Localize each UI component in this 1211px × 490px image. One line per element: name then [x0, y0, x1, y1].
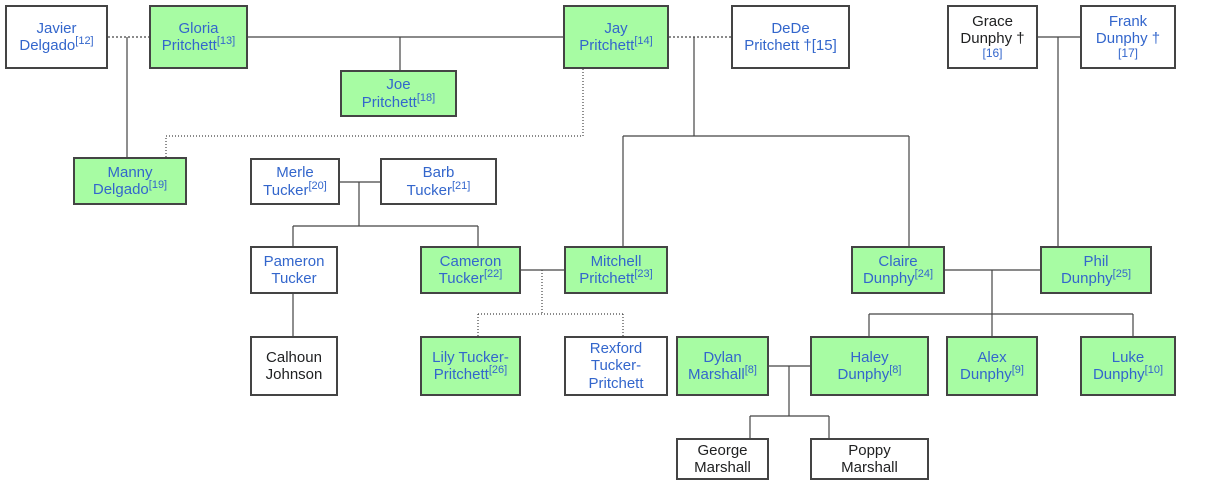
reference-link[interactable]: [9] [1011, 364, 1024, 376]
person-box-poppy: Poppy Marshall [810, 438, 929, 480]
person-name-last[interactable]: Pritchett † [744, 37, 812, 54]
person-name-middle[interactable]: Tucker- [590, 357, 642, 375]
person-name-first[interactable]: Mitchell [590, 252, 642, 270]
person-box-cameron: Cameron Tucker[22] [420, 246, 521, 294]
person-name-last[interactable]: Pritchett [433, 366, 489, 383]
person-name-last[interactable]: Dunphy [1060, 270, 1113, 287]
reference-link[interactable]: [12] [75, 35, 94, 47]
person-box-calhoun: Calhoun Johnson [250, 336, 338, 396]
person-box-merle: Merle Tucker[20] [250, 158, 340, 205]
reference-link[interactable]: [22] [483, 268, 503, 280]
person-name-first[interactable]: Manny [107, 163, 153, 181]
reference-link[interactable]: [21] [451, 179, 471, 192]
person-box-mitchell: Mitchell Pritchett[23] [564, 246, 668, 294]
person-name-first[interactable]: Claire [878, 252, 918, 270]
person-box-luke: Luke Dunphy[10] [1080, 336, 1176, 396]
person-box-frank: Frank Dunphy † [17] [1080, 5, 1176, 69]
person-name-first[interactable]: Gloria [178, 19, 219, 37]
person-name-first[interactable]: Rexford [589, 340, 643, 358]
person-box-barb: Barb Tucker[21] [380, 158, 497, 205]
reference-link[interactable]: [23] [634, 268, 653, 280]
reference-link[interactable]: [13] [216, 35, 236, 47]
person-box-manny: Manny Delgado[19] [73, 157, 187, 205]
reference-link[interactable]: [8] [889, 364, 902, 376]
person-name-first[interactable]: Haley [850, 348, 889, 366]
person-box-jay: Jay Pritchett[14] [563, 5, 669, 69]
person-name-last[interactable]: Tucker [438, 270, 484, 287]
person-name-last[interactable]: Tucker [271, 270, 317, 287]
person-name-first[interactable]: DeDe [771, 19, 810, 37]
person-name-last[interactable]: Dunphy † [1095, 30, 1161, 48]
reference-link[interactable]: [24] [914, 268, 934, 280]
person-name-first[interactable]: Barb [422, 164, 455, 182]
person-box-phil: Phil Dunphy[25] [1040, 246, 1152, 294]
person-name-first[interactable]: Pameron [263, 252, 325, 270]
reference-link[interactable]: [18] [416, 91, 436, 104]
person-name-first: Poppy [848, 441, 891, 459]
reference-link[interactable]: [8] [744, 364, 757, 376]
person-name-first[interactable]: Dylan [703, 348, 742, 366]
person-name-last: Marshall [694, 459, 751, 476]
reference-link[interactable]: [17] [1117, 46, 1138, 61]
person-box-joe: Joe Pritchett[18] [340, 70, 457, 117]
person-name-last[interactable]: Dunphy [837, 366, 890, 383]
person-name-first[interactable]: Javier [36, 19, 77, 37]
person-box-grace: Grace Dunphy † [16] [947, 5, 1038, 69]
person-name-first: Calhoun [266, 348, 322, 366]
person-name-first: Grace [972, 12, 1013, 30]
person-name-last: Marshall [841, 459, 898, 476]
person-name-last[interactable]: Marshall [688, 366, 745, 383]
reference-link[interactable]: [15] [811, 37, 837, 54]
reference-link[interactable]: [19] [148, 179, 168, 191]
person-name-last[interactable]: Dunphy [862, 270, 915, 287]
person-name-last[interactable]: Tucker [263, 181, 309, 199]
person-name-first[interactable]: Cameron [439, 252, 502, 270]
reference-link[interactable]: [26] [488, 364, 508, 376]
person-name-last[interactable]: Dunphy [960, 366, 1012, 383]
person-name-last[interactable]: Pritchett [161, 37, 217, 54]
person-name-last[interactable]: Pritchett [588, 374, 644, 392]
person-name-last[interactable]: Pritchett [579, 37, 635, 54]
person-name-last[interactable]: Tucker [406, 181, 452, 199]
person-box-haley: Haley Dunphy[8] [810, 336, 929, 396]
step-line-jay-manny [165, 69, 584, 157]
reference-link[interactable]: [16] [982, 46, 1003, 61]
reference-link[interactable]: [10] [1144, 364, 1164, 376]
person-box-lily: Lily Tucker- Pritchett[26] [420, 336, 521, 396]
person-name-last: Johnson [265, 366, 323, 383]
person-name-last: Dunphy † [960, 30, 1025, 48]
person-box-gloria: Gloria Pritchett[13] [149, 5, 248, 69]
person-name-first[interactable]: Alex [977, 348, 1007, 366]
person-name-last[interactable]: Pritchett [579, 270, 635, 287]
person-name-last[interactable]: Delgado [92, 181, 149, 198]
reference-link[interactable]: [20] [308, 179, 327, 192]
person-name-last[interactable]: Pritchett [361, 93, 417, 111]
person-name-first[interactable]: Phil [1083, 252, 1109, 270]
reference-link[interactable]: [14] [634, 35, 653, 47]
person-name-first[interactable]: Lily Tucker- [432, 348, 509, 366]
person-name-first[interactable]: Jay [604, 19, 628, 37]
person-name-first[interactable]: Luke [1111, 348, 1145, 366]
person-name-last[interactable]: Dunphy [1092, 366, 1145, 383]
person-box-dede: DeDe Pritchett †[15] [731, 5, 850, 69]
person-box-dylan: Dylan Marshall[8] [676, 336, 769, 396]
person-name-first[interactable]: Merle [276, 164, 314, 182]
person-box-pameron: Pameron Tucker [250, 246, 338, 294]
reference-link[interactable]: [25] [1112, 268, 1132, 280]
person-box-george: George Marshall [676, 438, 769, 480]
person-box-alex: Alex Dunphy[9] [946, 336, 1038, 396]
person-box-javier: Javier Delgado[12] [5, 5, 108, 69]
person-name-first: George [697, 441, 748, 459]
person-name-first[interactable]: Joe [386, 76, 411, 94]
person-name-last[interactable]: Delgado [19, 37, 76, 54]
person-box-claire: Claire Dunphy[24] [851, 246, 945, 294]
person-box-rexford: Rexford Tucker- Pritchett [564, 336, 668, 396]
person-name-first[interactable]: Frank [1108, 12, 1148, 30]
